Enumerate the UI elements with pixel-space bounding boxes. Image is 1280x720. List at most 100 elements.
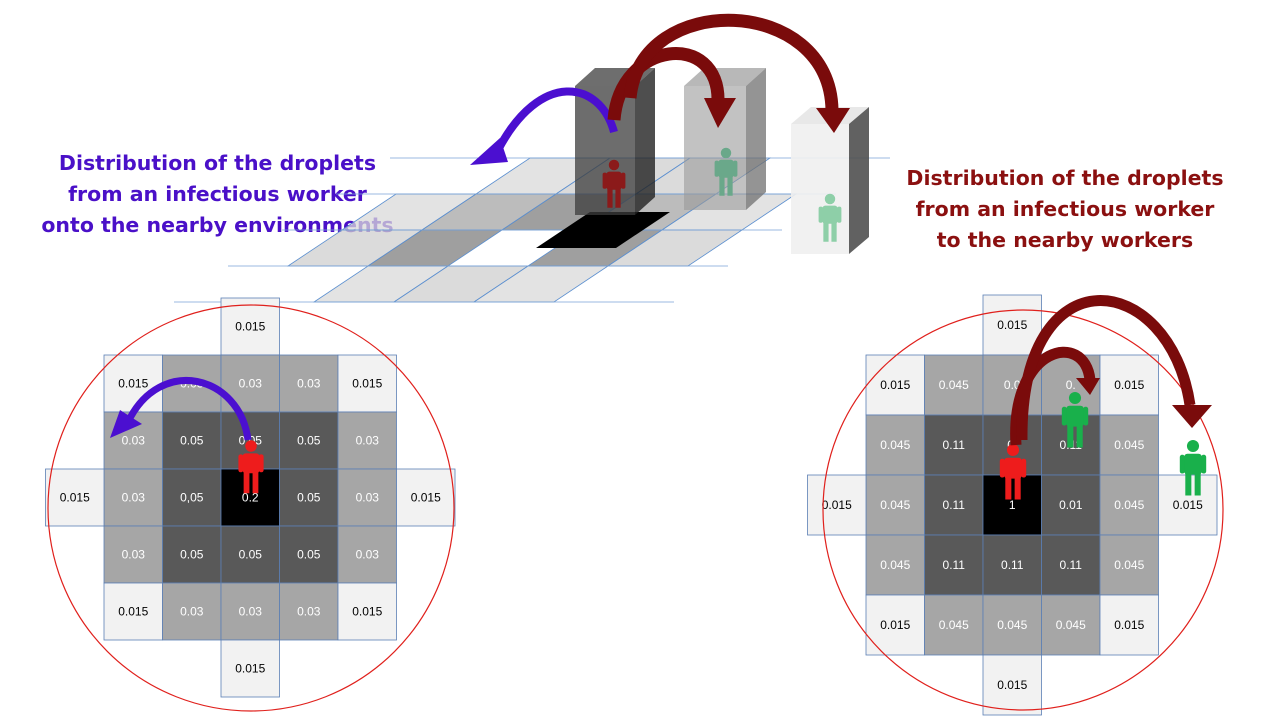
right-title: Distribution of the droplets from an inf… [900, 163, 1230, 256]
grid-cell: 0.03 [220, 582, 280, 641]
grid-cell: 0.05 [220, 525, 280, 584]
grid-cell: 0.015 [865, 594, 925, 656]
floor-grid [174, 157, 890, 303]
grid-side-cell: 0.015 [45, 468, 105, 527]
right-title-line-1: Distribution of the droplets [906, 166, 1224, 190]
droplet-arrow-icon [1010, 346, 1096, 446]
droplet-arrow-icon [607, 47, 725, 121]
cell-value: 0.03 [239, 377, 263, 391]
cell-value: 0.015 [118, 605, 148, 619]
grid-cell: 0.015 [337, 354, 397, 413]
grid-cell: 0,05 [162, 468, 222, 527]
cell-value: 0.05 [239, 548, 263, 562]
grid-cell: 0.05 [279, 411, 339, 470]
cell-value: 0.045 [1114, 498, 1144, 512]
cell-value: 0.015 [1173, 498, 1203, 512]
droplet-arrow-head [470, 138, 508, 165]
left-title-line-2: from an infectious worker [68, 182, 367, 206]
cell-value: 0.045 [939, 378, 969, 392]
right-droplet-grid: 0.0150.0150.0450.00.0.0150.0450.110.0.11… [807, 294, 1218, 716]
cell-value: 0.0 [1004, 378, 1021, 392]
cell-value: 0.03 [356, 434, 380, 448]
grid-cell: 0.015 [220, 639, 280, 698]
grid-cell: 0.015 [1099, 354, 1159, 416]
cell-value: 0.015 [411, 491, 441, 505]
droplet-arrow-head [704, 98, 736, 128]
cell-value: 0.05 [180, 548, 204, 562]
grid-cell: 0.11 [1041, 534, 1101, 596]
droplet-arrow-head [1172, 405, 1212, 428]
cell-value: 0.03 [239, 605, 263, 619]
grid-cell: 0.015 [103, 354, 163, 413]
grid-cell: 0.045 [865, 474, 925, 536]
cell-value: 0.05 [297, 491, 321, 505]
grid-cell: 0.11 [982, 534, 1042, 596]
left-title: Distribution of the droplets from an inf… [40, 148, 395, 241]
grid-cell: 0.11 [924, 414, 984, 476]
grid-cell: 0.045 [982, 594, 1042, 656]
perspective-scene [174, 13, 890, 303]
cell-value: 0.01 [1059, 498, 1083, 512]
cell-value: 0.015 [60, 491, 90, 505]
cell-value: 0.015 [235, 662, 265, 676]
cell-value: 0.015 [352, 377, 382, 391]
cell-value: 0.2 [242, 491, 259, 505]
grid-side-cell: 0.015 [807, 474, 867, 536]
cell-value: 0.015 [1114, 618, 1144, 632]
cell-value: 0.03 [122, 548, 146, 562]
cell-value: 0.015 [352, 605, 382, 619]
droplet-arrow-head [1076, 378, 1100, 395]
cell-value: 0.045 [1114, 438, 1144, 452]
cell-value: 0.03 [297, 377, 321, 391]
cell-value: 0.045 [1114, 558, 1144, 572]
grid-cell: 0.2 [220, 468, 280, 527]
cell-value: 0.015 [822, 498, 852, 512]
cell-value: 0.045 [880, 438, 910, 452]
cell-value: 0.11 [1060, 558, 1083, 572]
grid-cell: 0.045 [865, 534, 925, 596]
cell-value: 0.045 [939, 618, 969, 632]
grid-cell: 0.015 [1099, 594, 1159, 656]
cell-value: 0.05 [297, 548, 321, 562]
grid-cell: 0.045 [1041, 594, 1101, 656]
middle-column [684, 68, 766, 210]
grid-cell: 0.015 [982, 654, 1042, 716]
cell-value: 0.045 [1056, 618, 1086, 632]
grid-cell: 0.11 [924, 534, 984, 596]
right-range-circle [822, 309, 1224, 711]
cell-value: 0.03 [297, 605, 321, 619]
cell-value: 0.015 [118, 377, 148, 391]
cell-value: 0.11 [943, 438, 966, 452]
cell-value: 0.015 [997, 678, 1027, 692]
cell-value: 0.03 [356, 548, 380, 562]
cell-value: 0.045 [997, 618, 1027, 632]
grid-cell: 0.015 [103, 582, 163, 641]
cell-value: 1 [1009, 498, 1016, 512]
grid-cell: 0.05 [279, 468, 339, 527]
grid-cell: 0.11 [924, 474, 984, 536]
droplet-arrow-head [110, 410, 142, 438]
cell-value: 0.015 [997, 318, 1027, 332]
left-title-line-1: Distribution of the droplets [58, 151, 377, 175]
grid-cell: 0.03 [279, 354, 339, 413]
cell-value: 0.05 [297, 434, 321, 448]
grid-side-cell: 0.015 [396, 468, 456, 527]
cell-value: 0. [1066, 378, 1076, 392]
grid-cell: 0.03 [337, 525, 397, 584]
cell-value: 0.015 [1114, 378, 1144, 392]
cell-value: 0.015 [235, 320, 265, 334]
cell-value: 0.03 [122, 491, 146, 505]
grid-cell: 0.015 [337, 582, 397, 641]
grid-cell: 0.01 [1041, 474, 1101, 536]
droplet-arrow-icon [1016, 295, 1196, 441]
right-title-line-2: from an infectious worker [915, 197, 1215, 221]
grid-cell: 0.045 [924, 594, 984, 656]
cell-value: 0.03 [180, 605, 204, 619]
grid-cell: 0.03 [103, 468, 163, 527]
grid-cell: 0.05 [162, 411, 222, 470]
droplet-arrow-icon [494, 87, 618, 152]
droplet-arrow-icon [124, 377, 252, 441]
left-title-line-3: onto the nearby environments [41, 213, 394, 237]
cell-value: 0.03 [356, 491, 380, 505]
